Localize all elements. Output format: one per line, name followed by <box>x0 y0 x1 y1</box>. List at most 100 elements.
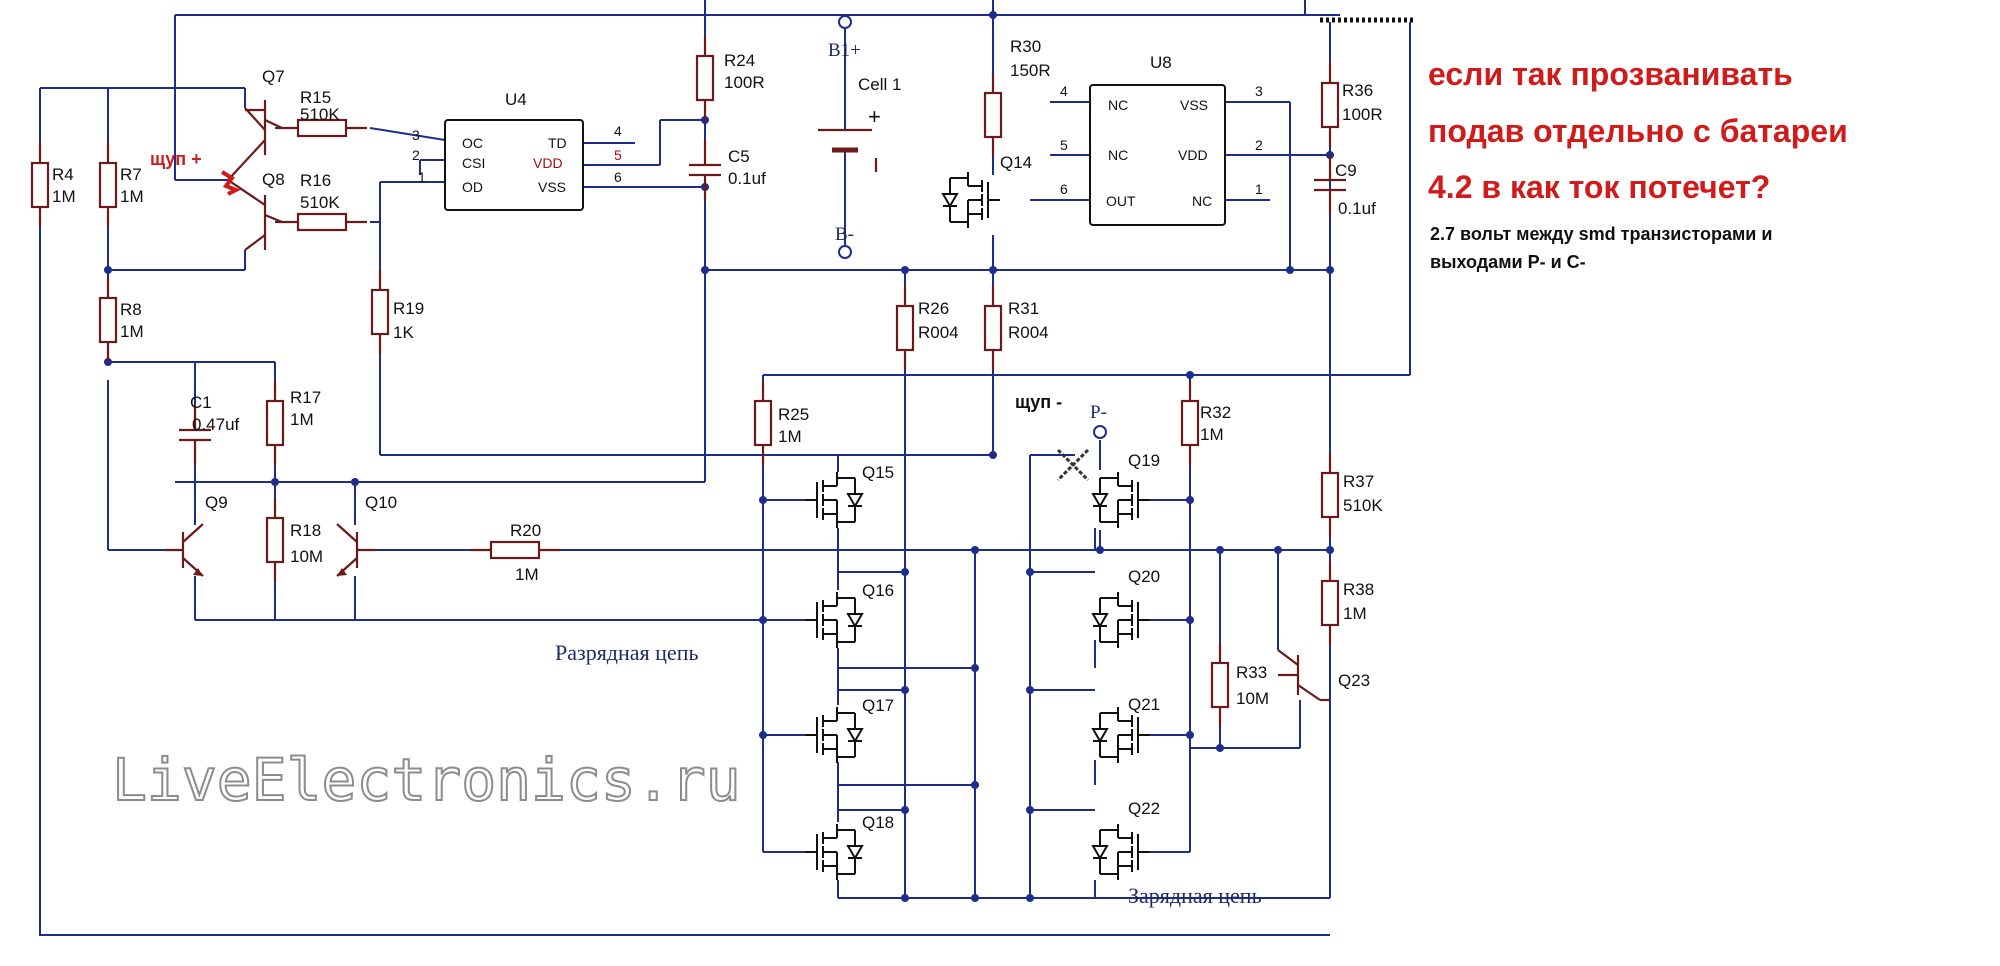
q19-label: Q19 <box>1128 451 1160 470</box>
probe-plus: щуп + <box>150 149 241 196</box>
note-line-1: 2.7 вольт между smd транзисторами и <box>1430 224 1772 244</box>
resistor-r19: R19 1K <box>370 268 424 356</box>
c9-name: C9 <box>1335 161 1357 180</box>
q18-label: Q18 <box>862 813 894 832</box>
r25-name: R25 <box>778 405 809 424</box>
u8-pin-5: 5 <box>1060 137 1068 153</box>
r37-name: R37 <box>1343 472 1374 491</box>
u4-pin-6: 6 <box>614 169 622 185</box>
u4-pin-3: 3 <box>412 127 420 143</box>
ic-u8: U8 NC NC OUT 4 5 6 VSS VDD NC 3 2 1 <box>1060 53 1263 226</box>
r32-value: 1M <box>1200 425 1224 444</box>
capacitor-c9: C9 0.1uf <box>1312 153 1376 218</box>
wiring <box>39 0 1415 936</box>
r16-name: R16 <box>300 171 331 190</box>
mosfet-q18: Q18 <box>804 813 894 881</box>
q9-label: Q9 <box>205 493 228 512</box>
r18-value: 10M <box>290 547 323 566</box>
r8-name: R8 <box>120 300 142 319</box>
discharge-circuit-label: Разрядная цепь <box>555 640 699 665</box>
question-block: если так прозванивать подав отдельно с б… <box>1428 56 1848 205</box>
u8-pin-vdd: VDD <box>1178 147 1208 163</box>
probe-minus-label: щуп - <box>1015 392 1062 412</box>
r24-name: R24 <box>724 51 755 70</box>
r16-value: 510K <box>300 193 340 212</box>
u4-pin-vdd: VDD <box>533 155 563 171</box>
resistor-r30: R30 150R <box>983 37 1051 159</box>
b-minus-label: B- <box>835 224 854 245</box>
resistor-r25: R25 1M <box>753 379 809 467</box>
q8-label: Q8 <box>262 170 285 189</box>
transistor-q10: Q10 <box>335 493 397 578</box>
capacitor-c5: C5 0.1uf <box>687 138 766 202</box>
mosfet-q19: Q19 <box>1092 451 1160 529</box>
r31-name: R31 <box>1008 299 1039 318</box>
r20-value: 1M <box>515 565 539 584</box>
c5-name: C5 <box>728 147 750 166</box>
r31-value: R004 <box>1008 323 1049 342</box>
r17-value: 1M <box>290 410 314 429</box>
q16-label: Q16 <box>862 581 894 600</box>
resistor-r8: R8 1M <box>98 276 144 364</box>
transistor-q7: Q7 <box>227 67 285 181</box>
q17-label: Q17 <box>862 696 894 715</box>
u8-pin-1: 1 <box>1255 181 1263 197</box>
r17-name: R17 <box>290 388 321 407</box>
mosfet-q15: Q15 <box>804 463 894 529</box>
r8-value: 1M <box>120 322 144 341</box>
u4-pin-5: 5 <box>614 147 622 163</box>
ic-u4: U4 OC CSI OD 3 2 1 TD VDD VSS 4 5 6 <box>412 90 622 211</box>
r36-name: R36 <box>1342 81 1373 100</box>
r19-value: 1K <box>393 323 414 342</box>
c5-value: 0.1uf <box>728 169 766 188</box>
resistor-r4: R4 1M <box>30 141 76 229</box>
terminal-p-minus: P- <box>1090 402 1107 439</box>
cell-label: Cell 1 <box>858 75 901 94</box>
junction-dots <box>104 11 1334 902</box>
voltage-note: 2.7 вольт между smd транзисторами и выхо… <box>1430 224 1772 272</box>
u8-pin-nc-4: NC <box>1108 97 1128 113</box>
question-line-1: если так прозванивать <box>1428 56 1793 92</box>
r24-value: 100R <box>724 73 765 92</box>
resistor-r36: R36 100R <box>1320 61 1383 149</box>
r30-name: R30 <box>1010 37 1041 56</box>
q20-label: Q20 <box>1128 567 1160 586</box>
r32-name: R32 <box>1200 403 1231 422</box>
probe-minus: щуп - <box>1015 392 1090 482</box>
u4-pin-oc: OC <box>462 135 483 151</box>
r33-name: R33 <box>1236 663 1267 682</box>
q10-label: Q10 <box>365 493 397 512</box>
u8-pin-6: 6 <box>1060 181 1068 197</box>
u8-pin-nc-1: NC <box>1192 193 1212 209</box>
resistor-r32: R32 1M <box>1180 379 1231 467</box>
u4-pin-1: 1 <box>418 169 426 185</box>
resistor-r18: R18 10M <box>265 496 323 584</box>
r33-value: 10M <box>1236 689 1269 708</box>
battery-cell: Cell 1 + <box>818 75 901 172</box>
r20-name: R20 <box>510 521 541 540</box>
r7-name: R7 <box>120 165 142 184</box>
terminal-b-minus: B- <box>835 224 854 259</box>
r38-name: R38 <box>1343 580 1374 599</box>
resistor-r24: R24 100R <box>695 34 765 122</box>
probe-plus-label: щуп + <box>150 149 202 169</box>
terminal-b-plus: B1+ <box>828 15 861 61</box>
r4-name: R4 <box>52 165 74 184</box>
r15-name: R15 <box>300 88 331 107</box>
c1-name: C1 <box>190 393 212 412</box>
resistor-r33: R33 10M <box>1210 641 1269 729</box>
u8-pin-2: 2 <box>1255 137 1263 153</box>
cell-plus-sign: + <box>868 104 881 129</box>
r30-value: 150R <box>1010 61 1051 80</box>
transistor-q23: Q23 <box>1277 649 1370 702</box>
mosfet-q20: Q20 <box>1092 567 1160 649</box>
transistor-q8: Q8 <box>227 170 285 251</box>
u4-name: U4 <box>505 90 527 109</box>
question-line-2: подав отдельно с батареи <box>1428 113 1848 149</box>
mosfet-q17: Q17 <box>804 696 894 764</box>
q23-label: Q23 <box>1338 671 1370 690</box>
c1-value: 0.47uf <box>192 415 240 434</box>
resistor-r38: R38 1M <box>1320 559 1374 647</box>
r38-value: 1M <box>1343 604 1367 623</box>
